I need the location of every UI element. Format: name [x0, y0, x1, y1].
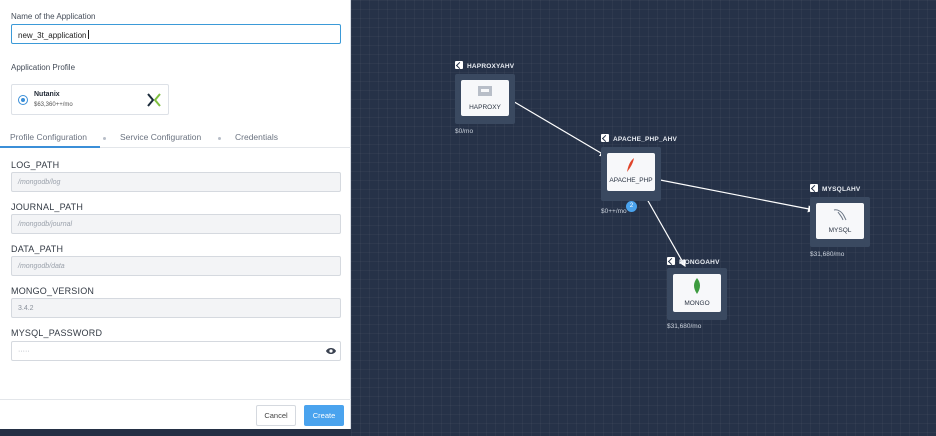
service-name: HAPROXY: [469, 104, 501, 111]
nutanix-logo-icon: [147, 93, 161, 107]
service-name: APACHE_PHP: [609, 177, 653, 184]
tab-separator: [103, 137, 106, 140]
node-cost-mongo: $31,680/mo: [667, 323, 702, 330]
var-label-mongo-version: MONGO_VERSION: [11, 286, 95, 296]
service-name: MYSQL: [828, 227, 852, 234]
var-label-log-path: LOG_PATH: [11, 160, 60, 170]
tab-profile-configuration[interactable]: Profile Configuration: [10, 132, 88, 142]
node-type-icon: [810, 184, 818, 192]
node-title-apache: APACHE_PHP_AHV: [601, 134, 677, 143]
connection-lines: [510, 99, 816, 268]
edge-apache-mysql: [654, 178, 816, 213]
node-cost-haproxy: $0/mo: [455, 128, 474, 135]
node-haproxy[interactable]: HAPROXY: [455, 74, 515, 124]
var-input-data-path[interactable]: /mongodb/data: [11, 256, 341, 276]
service-name: MONGO: [684, 300, 710, 307]
service-card-haproxy[interactable]: HAPROXY: [461, 80, 509, 116]
node-type-icon: [455, 61, 463, 69]
profile-radio[interactable]: [18, 95, 28, 105]
var-input-journal-path[interactable]: /mongodb/journal: [11, 214, 341, 234]
tab-separator: [218, 137, 221, 140]
feather-icon: [627, 158, 634, 172]
tab-credentials[interactable]: Credentials: [235, 132, 278, 142]
profile-option-nutanix[interactable]: Nutanix $63,360++/mo: [11, 84, 169, 115]
node-title-mongo: MONGOAHV: [667, 257, 720, 266]
node-type-icon: [667, 257, 675, 265]
node-cost-mysql: $31,680/mo: [810, 251, 845, 258]
dolphin-icon: [833, 209, 847, 221]
password-mask: ·····: [18, 348, 30, 355]
node-mongo[interactable]: MONGO: [667, 268, 727, 320]
edge-apache-mongo: [642, 191, 686, 268]
node-type-icon: [601, 134, 609, 142]
service-card-mongo[interactable]: MONGO: [673, 274, 721, 312]
cancel-button[interactable]: Cancel: [256, 405, 296, 426]
var-input-mongo-version[interactable]: 3.4.2: [11, 298, 341, 318]
var-input-log-path[interactable]: /mongodb/log: [11, 172, 341, 192]
service-card-apache[interactable]: APACHE_PHP: [607, 153, 655, 191]
profile-price: $63,360++/mo: [34, 102, 73, 108]
node-title-haproxy: HAPROXYAHV: [455, 61, 514, 70]
profile-label: Application Profile: [11, 63, 76, 72]
app-name-label: Name of the Application: [11, 12, 96, 21]
node-title-mysql: MYSQLAHV: [810, 184, 860, 193]
node-apache[interactable]: APACHE_PHP: [601, 147, 661, 201]
form-footer: Cancel Create: [0, 399, 351, 429]
config-tabs: Profile Configuration Service Configurat…: [0, 128, 351, 148]
text-caret: [87, 30, 89, 39]
create-button[interactable]: Create: [304, 405, 344, 426]
launch-form-panel: Name of the Application new_3t_applicati…: [0, 0, 351, 429]
node-cost-apache: $0++/mo: [601, 208, 627, 215]
var-input-mysql-password[interactable]: ·····: [11, 341, 341, 361]
var-label-journal-path: JOURNAL_PATH: [11, 202, 84, 212]
leaf-icon: [694, 278, 700, 294]
active-tab-indicator: [0, 146, 100, 148]
replica-count-badge: 2: [626, 201, 637, 212]
node-mysql[interactable]: MYSQL: [810, 197, 870, 247]
eye-icon[interactable]: [326, 347, 336, 355]
var-label-data-path: DATA_PATH: [11, 244, 64, 254]
tab-service-configuration[interactable]: Service Configuration: [120, 132, 202, 142]
profile-name: Nutanix: [34, 91, 60, 98]
var-label-mysql-password: MYSQL_PASSWORD: [11, 328, 103, 338]
blueprint-canvas[interactable]: HAPROXYAHV HAPROXY $0/mo APACHE_PHP_AHV …: [351, 0, 936, 436]
service-card-mysql[interactable]: MYSQL: [816, 203, 864, 239]
app-name-input[interactable]: new_3t_application: [11, 24, 341, 44]
edge-haproxy-apache: [510, 99, 608, 157]
server-icon: [478, 86, 492, 96]
